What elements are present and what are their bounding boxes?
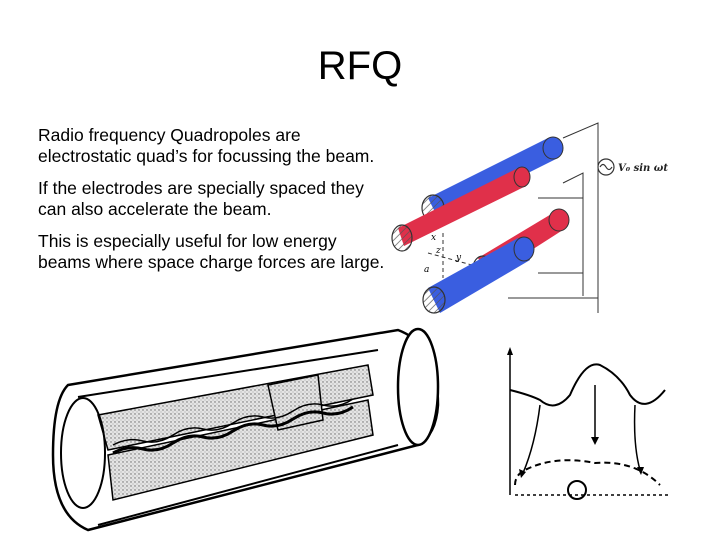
cavity-front-opening — [60, 397, 106, 509]
slide-body: Radio frequency Quadropoles are electros… — [38, 125, 388, 284]
paragraph-low-energy: This is especially useful for low energy… — [38, 231, 385, 272]
ac-source-icon — [597, 158, 615, 176]
potential-curve — [509, 363, 666, 407]
bunch-particle — [567, 480, 587, 500]
axis-label-a: a — [424, 265, 429, 275]
rfq-rods-diagram: V₀ sin ωt x y z a — [391, 122, 668, 314]
side-vane — [267, 374, 324, 431]
axis-label-z: z — [435, 246, 441, 256]
paragraph-electrode-spacing: If the electrodes are specially spaced t… — [38, 178, 364, 219]
vane-modulation — [112, 405, 354, 455]
left-red-electrode — [391, 166, 531, 252]
paragraph-rfq-definition: Radio frequency Quadropoles are electros… — [38, 125, 375, 166]
cavity-end-cap — [396, 327, 440, 447]
voltage-label: V₀ sin ωt — [618, 163, 668, 174]
axis-label-y: y — [455, 253, 462, 263]
axis-label-x: x — [431, 233, 436, 243]
bottom-blue-electrode — [422, 236, 535, 314]
slide-title: RFQ — [317, 44, 403, 88]
potential-well-sketch — [507, 347, 670, 500]
wiring-lines — [427, 122, 599, 313]
rfq-cavity-cutaway — [51, 327, 440, 532]
